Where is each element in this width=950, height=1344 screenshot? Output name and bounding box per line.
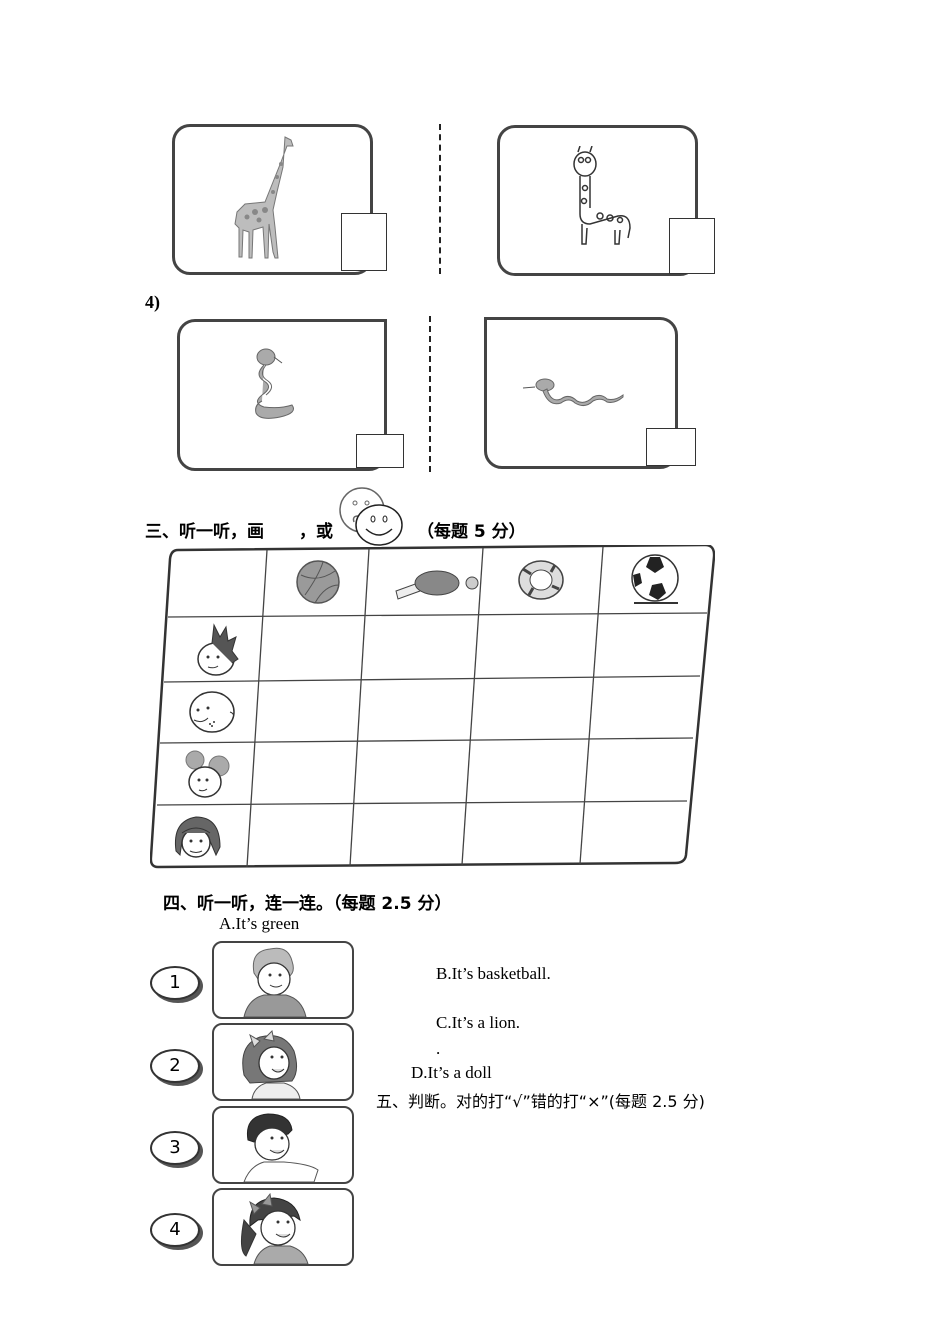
q3-right-picture-card — [497, 125, 698, 276]
giraffe-photo-icon — [234, 136, 294, 259]
option-d[interactable]: D.It’s a doll — [411, 1063, 492, 1082]
q3-left-picture-card — [172, 124, 373, 275]
option-b[interactable]: B.It’s basketball. — [436, 964, 551, 983]
option-a[interactable]: A.It’s green — [219, 914, 300, 933]
picture-card-1[interactable] — [212, 941, 354, 1019]
likes-grid-table — [149, 543, 716, 870]
ping-pong-icon — [395, 570, 479, 600]
q4-left-picture-card — [177, 319, 387, 471]
smiley-face-icon — [355, 504, 403, 546]
curly-hair-boy-icon — [243, 947, 307, 1017]
section-three-heading-part1: 三、听一听，画 — [145, 522, 264, 542]
q4-right-picture-card — [484, 317, 678, 469]
picture-card-3[interactable] — [212, 1106, 354, 1184]
likes-grid-lines — [149, 543, 716, 869]
option-dot: . — [436, 1039, 441, 1058]
swim-ring-icon — [518, 560, 564, 600]
section-four-heading: 四、听一听，连一连。（每题 2.5 分） — [163, 894, 452, 914]
boy-short-hair-icon — [243, 1113, 319, 1182]
picture-number-4: 4 — [150, 1213, 200, 1247]
divider-dashed-line — [429, 316, 431, 472]
giraffe-cartoon-icon — [573, 146, 631, 245]
section-five-heading: 五、判断。对的打“√”错的打“×”(每题 2.5 分) — [376, 1092, 705, 1111]
q4-right-answer-box[interactable] — [646, 428, 696, 466]
picture-number-2: 2 — [150, 1049, 200, 1083]
picture-number-1: 1 — [150, 966, 200, 1000]
q3-right-answer-box[interactable] — [669, 218, 715, 274]
section-three-score: （每题 5 分） — [417, 522, 526, 542]
girl-ponytail-icon — [240, 1192, 309, 1264]
snake-coiled-icon — [255, 348, 294, 419]
bun-hair-girl-icon — [185, 750, 230, 798]
girl-with-bow-icon — [242, 1029, 301, 1099]
option-c[interactable]: C.It’s a lion. — [436, 1013, 521, 1032]
soccer-ball-icon — [631, 554, 679, 604]
q4-left-answer-box[interactable] — [356, 434, 404, 468]
picture-card-2[interactable] — [212, 1023, 354, 1101]
snake-slithering-icon — [522, 378, 624, 407]
picture-number-3: 3 — [150, 1131, 200, 1165]
long-hair-girl-icon — [174, 816, 221, 858]
bald-boy-icon — [189, 691, 235, 733]
basketball-icon — [296, 560, 340, 604]
divider-dashed-line — [439, 124, 441, 274]
question-4-number: 4) — [145, 292, 160, 312]
picture-card-4[interactable] — [212, 1188, 354, 1266]
section-three-heading-part2: ，或 — [299, 522, 333, 542]
spiky-hair-boy-icon — [197, 623, 239, 676]
q3-left-answer-box[interactable] — [341, 213, 387, 271]
